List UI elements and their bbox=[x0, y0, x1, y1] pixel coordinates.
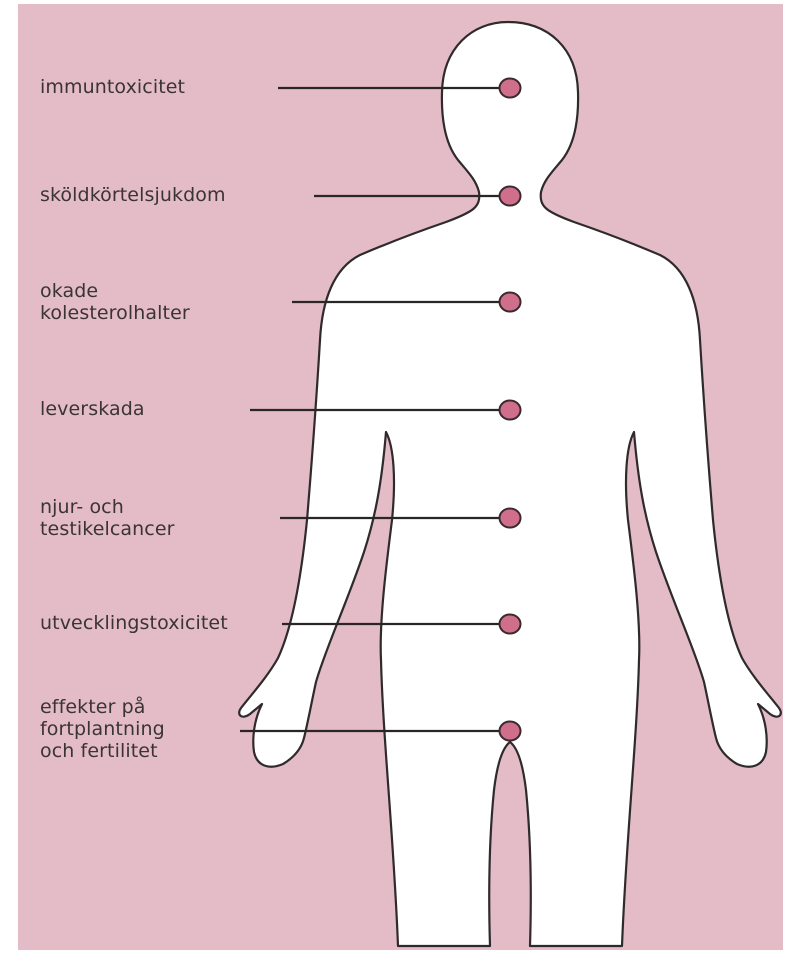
marker-dot-kolesterol bbox=[500, 293, 521, 312]
callout-label-leverskada: leverskada bbox=[40, 398, 145, 420]
callout-label-cancer: njur- och testikelcancer bbox=[40, 496, 175, 540]
marker-dot-skoldkortelsjukdom bbox=[500, 187, 521, 206]
marker-dot-utvecklingstoxicitet bbox=[500, 615, 521, 634]
callout-label-skoldkortelsjukdom: sköldkörtelsjukdom bbox=[40, 184, 226, 206]
marker-dot-fortplantning bbox=[500, 722, 521, 741]
callout-label-kolesterol: okade kolesterolhalter bbox=[40, 280, 190, 324]
marker-dot-immuntoxicitet bbox=[500, 79, 521, 98]
marker-dot-leverskada bbox=[500, 401, 521, 420]
callout-label-fortplantning: effekter på fortplantning och fertilitet bbox=[40, 696, 165, 762]
marker-dot-cancer bbox=[500, 509, 521, 528]
callout-label-immuntoxicitet: immuntoxicitet bbox=[40, 76, 185, 98]
callout-label-utvecklingstoxicitet: utvecklingstoxicitet bbox=[40, 612, 228, 634]
